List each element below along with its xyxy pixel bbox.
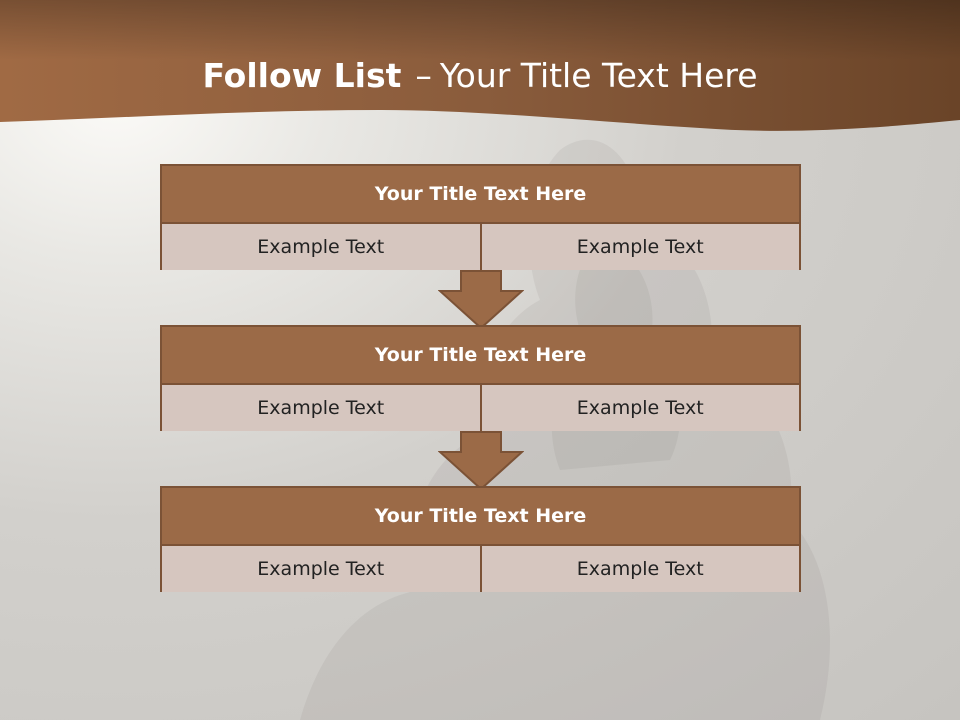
- step-cell-right: Example Text: [479, 546, 799, 592]
- step-title: Your Title Text Here: [162, 327, 799, 385]
- step-cell-left: Example Text: [162, 385, 480, 431]
- step-cell-right: Example Text: [479, 385, 799, 431]
- slide-title-rest: Your Title Text Here: [439, 56, 758, 95]
- step-title: Your Title Text Here: [162, 166, 799, 224]
- step-box-3: Your Title Text Here Example Text Exampl…: [160, 486, 801, 592]
- arrow-down-icon: [438, 270, 524, 330]
- slide-title-dash: –: [415, 56, 432, 95]
- step-box-1: Your Title Text Here Example Text Exampl…: [160, 164, 801, 270]
- step-box-2: Your Title Text Here Example Text Exampl…: [160, 325, 801, 431]
- slide-title-bold: Follow List: [202, 56, 402, 95]
- slide-title: Follow List–Your Title Text Here: [0, 56, 960, 96]
- step-cell-left: Example Text: [162, 546, 480, 592]
- header-band: [0, 0, 960, 140]
- step-cell-right: Example Text: [479, 224, 799, 270]
- step-title: Your Title Text Here: [162, 488, 799, 546]
- step-cell-left: Example Text: [162, 224, 480, 270]
- arrow-down-icon: [438, 431, 524, 491]
